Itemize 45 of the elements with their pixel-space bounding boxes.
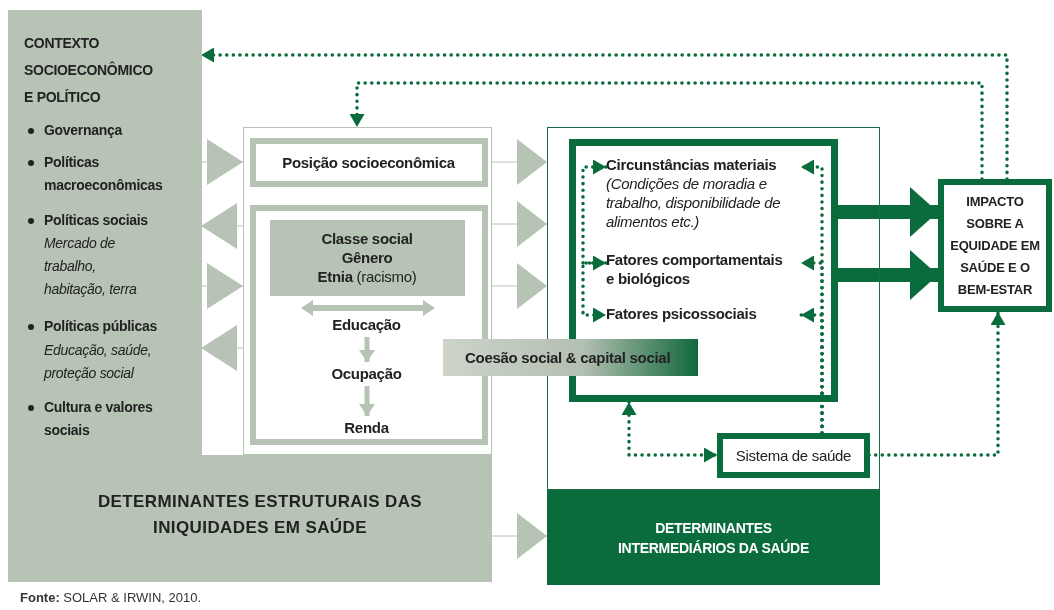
arrow: [359, 386, 375, 416]
detail-text: (Condições de moradia e trabalho, disponibilidade de alimentos etc.): [606, 174, 782, 231]
bullet-text: Políticas públicas: [44, 317, 158, 336]
chevron-arrow: [490, 263, 548, 309]
box-label: Fatores psicossociais: [606, 304, 757, 323]
box-label: Educação: [332, 315, 401, 334]
bullet-text: Cultura e valores sociais: [44, 398, 154, 440]
bullet-detail: Mercado de trabalho, habitação, terra: [44, 234, 138, 299]
dotted-arrow: [799, 307, 824, 435]
position-box: [249, 137, 488, 187]
impact-box: [938, 179, 1052, 312]
thick-arrow: [837, 250, 938, 300]
box-label: Renda: [344, 418, 389, 437]
bullet-detail: Educação, saúde, proteção social: [44, 341, 153, 383]
box-label: Sistema de saúde: [735, 446, 852, 465]
dotted-arrow: [581, 261, 608, 323]
panel-heading: CONTEXTO SOCIOECONÔMICO E POLÍTICO: [24, 34, 154, 107]
bullet-text: Políticas sociais: [44, 211, 149, 230]
chevron-arrow: [490, 139, 548, 185]
arrow: [359, 337, 375, 362]
box-label: Fatores comportamentais e biológicos: [606, 250, 784, 288]
intermediary-band: [547, 490, 880, 585]
box-label: Ocupação: [331, 364, 402, 383]
box-label: Coesão social & capital social: [465, 348, 671, 367]
thick-arrow: [837, 187, 938, 237]
box-label: Gênero: [341, 248, 393, 267]
health-system-box: [717, 433, 870, 478]
cohesion-bar: [443, 339, 698, 376]
box-label: Classe social: [321, 229, 413, 248]
social-class-box: [269, 219, 465, 296]
box-label: Posição socioeconômica: [282, 152, 455, 172]
bullet-text: Governança: [44, 121, 124, 140]
box-label: Etnia (racismo): [317, 267, 417, 286]
box-label: IMPACTO SOBRE A EQUIDADE EM SAÚDE E O BEM-ESTAR: [949, 192, 1041, 299]
dotted-arrow: [621, 400, 719, 463]
context-panel: [8, 10, 202, 455]
band-title: DETERMINANTES ESTRUTURAIS DAS INIQUIDADES EM SAÚDE: [96, 491, 424, 539]
chevron-arrow: [490, 201, 548, 247]
bullet-text: Políticas macroeconômicas: [44, 153, 164, 195]
structural-band: [8, 455, 492, 582]
source-note: Fonte: SOLAR & IRWIN, 2010.: [20, 590, 202, 605]
dotted-arrow: [581, 159, 608, 271]
box-label: Circunstâncias materiais: [606, 155, 777, 174]
dotted-arrow: [349, 81, 984, 181]
band-title: DETERMINANTES INTERMEDIÁRIOS DA SAÚDE: [617, 518, 810, 558]
